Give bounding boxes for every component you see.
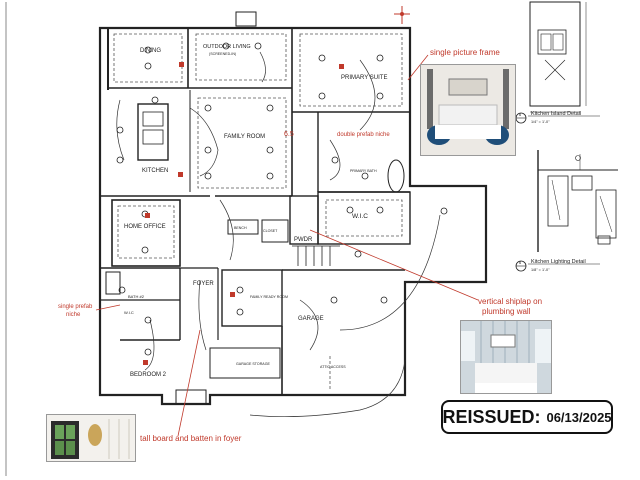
room-label-bath2: BATH #2 <box>128 294 145 299</box>
note-vertical-shiplap-1: vertical shiplap on <box>478 297 542 306</box>
kitchen-island-num: 6 <box>519 112 522 117</box>
foyer-photo-board-batten <box>46 414 136 462</box>
note-single-prefab-niche-1: single prefab <box>58 304 93 310</box>
room-label-garage-storage: GARAGE STORAGE <box>236 362 270 366</box>
room-label-pwdr: PWDR <box>294 237 313 243</box>
room-label-bench: BENCH <box>234 226 247 230</box>
primary-tub <box>387 159 405 193</box>
annotations: single picture frame double prefab niche… <box>58 48 542 443</box>
kitchen-lighting-scale: 1/8" = 1'-0" <box>531 268 550 272</box>
bedroom-photo-picture-frame <box>420 64 516 156</box>
kitchen-island-scale: 1/4" = 1'-0" <box>531 120 550 124</box>
room-label-attic-access: ATTIC ACCESS <box>320 365 346 369</box>
room-label-garage: GARAGE <box>298 316 324 322</box>
room-label-outdoor-living-sub: (SCREENED-IN) <box>209 52 236 56</box>
kitchen-lighting-detail <box>515 150 618 272</box>
room-label-family-room: FAMILY ROOM <box>224 134 265 140</box>
room-label-bedroom2: BEDROOM 2 <box>130 372 167 378</box>
note-vertical-shiplap-2: plumbing wall <box>482 307 531 316</box>
room-label-primary-bath: PRIMARY BATH <box>350 169 377 173</box>
note-tall-board: tall board and batten in foyer <box>140 434 242 443</box>
room-label-home-office: HOME OFFICE <box>124 224 166 230</box>
room-label-primary-suite: PRIMARY SUITE <box>341 75 387 81</box>
kitchen-lighting-num: 6 <box>519 260 522 265</box>
room-label-wic: W.I.C <box>352 213 368 220</box>
note-dim-65: 6.5 <box>284 131 294 138</box>
reissued-stamp: REISSUED: 06/13/2025 <box>441 400 613 434</box>
red-markers <box>143 12 404 365</box>
note-double-prefab-niche: double prefab niche <box>337 132 390 138</box>
room-label-wic2: W.I.C <box>124 310 134 315</box>
kitchen-lighting-title: Kitchen Lighting Detail <box>531 259 586 265</box>
kitchen-island-title: Kitchen Island Detail <box>531 111 581 117</box>
svg-text:niche: niche <box>66 312 81 318</box>
ceiling-dashed-lines <box>113 33 403 390</box>
kitchen-island-detail <box>515 1 600 124</box>
room-label-closet: CLOSET <box>263 229 278 233</box>
note-single-picture-frame: single picture frame <box>430 48 500 57</box>
reissued-date: 06/13/2025 <box>546 409 612 425</box>
room-labels: DINING OUTDOOR LIVING (SCREENED-IN) PRIM… <box>124 44 387 378</box>
room-label-kitchen: KITCHEN <box>142 168 168 174</box>
room-label-foyer: FOYER <box>193 281 214 287</box>
reissued-label: REISSUED: <box>442 406 541 427</box>
kitchen-island <box>137 103 169 161</box>
chimney <box>235 11 257 27</box>
bedroom-photo-shiplap <box>460 320 552 394</box>
electrical-circuits <box>116 51 441 418</box>
room-label-outdoor-living: OUTDOOR LIVING <box>203 44 251 50</box>
room-label-dining: DINING <box>140 48 161 54</box>
room-label-family-ready-room: FAMILY READY ROOM <box>250 295 288 299</box>
